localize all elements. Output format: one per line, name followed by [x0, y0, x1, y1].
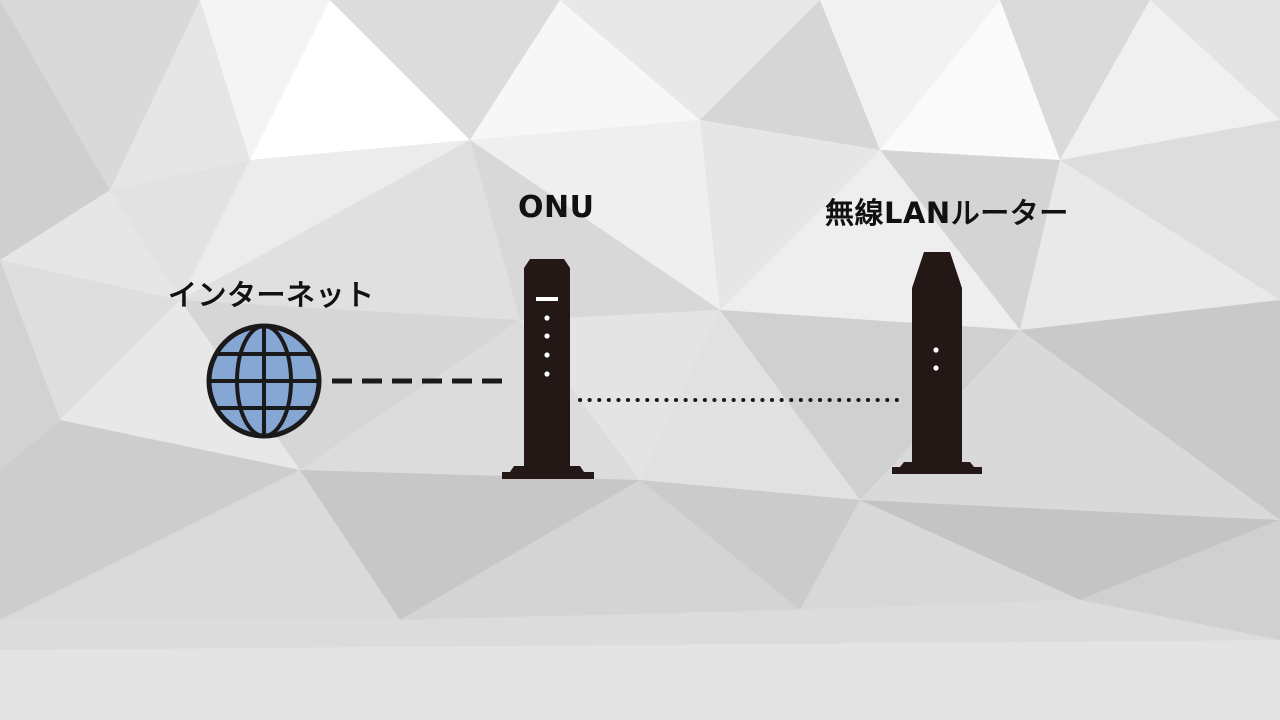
globe-icon: [206, 323, 322, 439]
wireless-router-icon: [892, 252, 982, 474]
router-label: 無線LANルーター: [825, 196, 1069, 230]
onu-device-icon: [502, 259, 594, 479]
internet-label: インターネット: [168, 278, 375, 312]
onu-label: ONU: [518, 190, 595, 225]
